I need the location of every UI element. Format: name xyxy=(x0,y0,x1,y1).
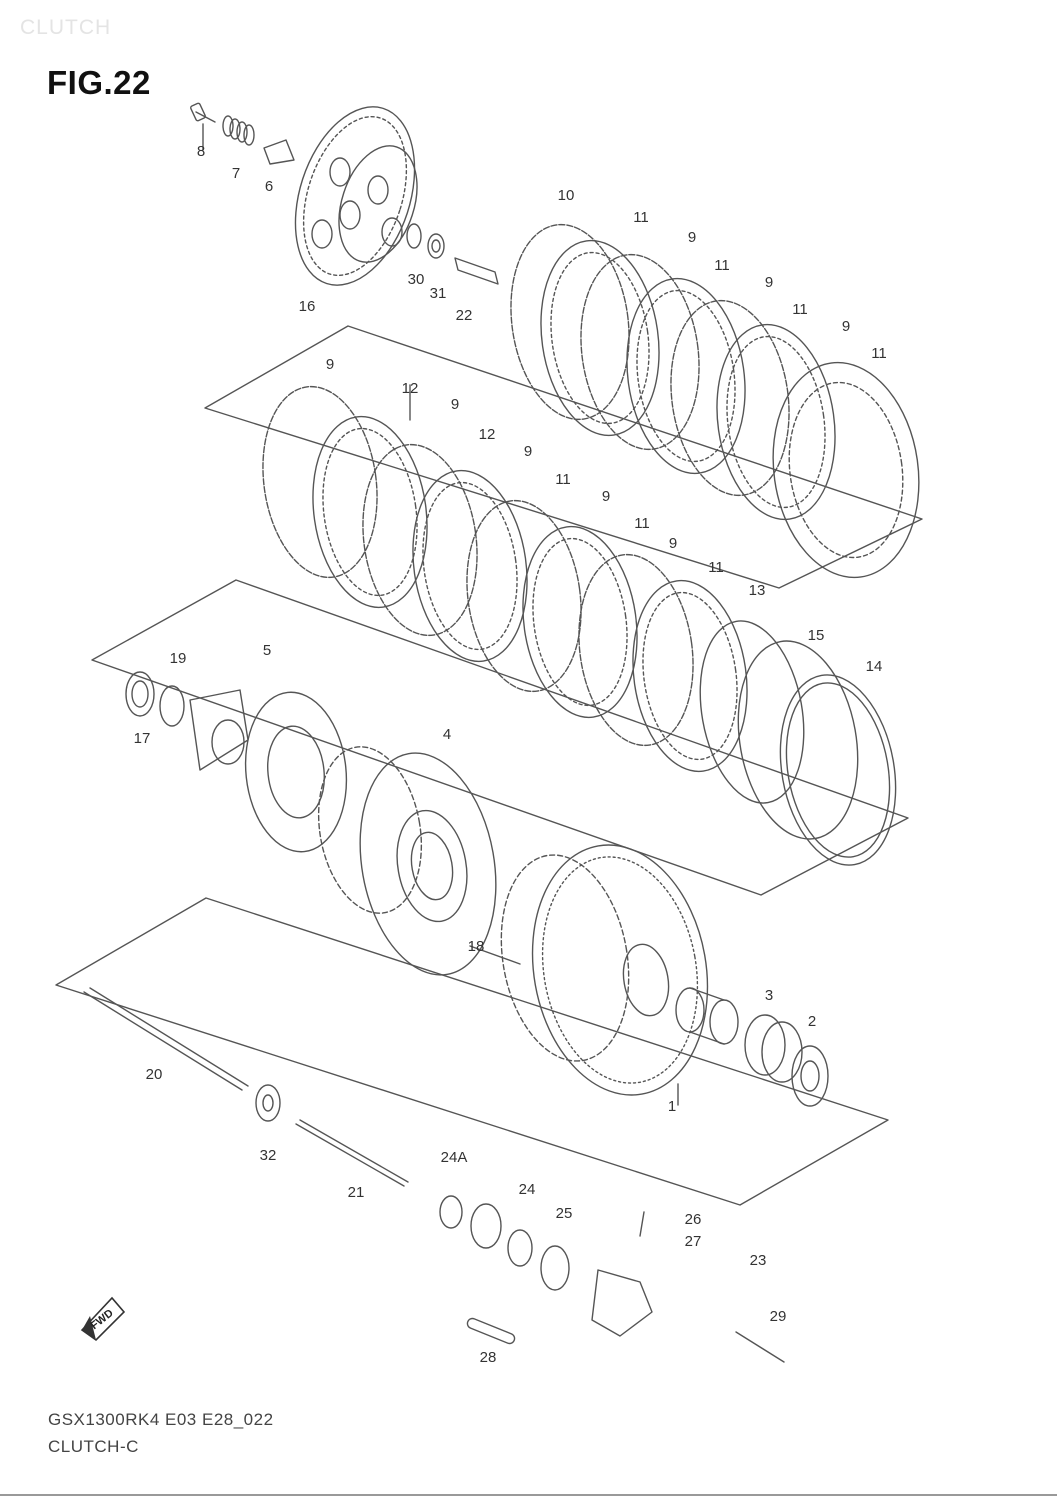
watermark-text: CLUTCH xyxy=(20,16,112,39)
clutch-plate-stack-middle xyxy=(262,385,748,773)
part-callout-21: 21 xyxy=(348,1184,365,1201)
plate-group-bracket-lower xyxy=(91,579,909,896)
part-callout-6: 6 xyxy=(265,178,273,195)
part-callout-26: 26 xyxy=(685,1211,702,1228)
part-callout-5: 5 xyxy=(263,642,271,659)
part-callout-1: 1 xyxy=(668,1098,676,1115)
part-callout-30: 30 xyxy=(408,271,425,288)
diagram-name: CLUTCH-C xyxy=(48,1437,139,1456)
part-callout-11e: 11 xyxy=(555,471,571,488)
part-callout-11f: 11 xyxy=(634,515,650,532)
part-callout-10: 10 xyxy=(558,187,575,204)
washer-32 xyxy=(255,1084,281,1122)
wire-ring-14 xyxy=(779,674,897,866)
pressure-plate-16 xyxy=(294,106,418,286)
page-bottom-rule xyxy=(0,1494,1057,1496)
part-callout-27: 27 xyxy=(685,1233,702,1250)
part-callout-29: 29 xyxy=(770,1308,787,1325)
part-callout-20: 20 xyxy=(146,1066,163,1083)
part-callout-18: 18 xyxy=(468,938,485,955)
pushrod-piece-22 xyxy=(454,257,499,285)
pushrod-21 xyxy=(295,1119,409,1187)
part-callout-11b: 11 xyxy=(714,257,730,274)
hub-group-bracket xyxy=(55,897,889,1206)
forward-direction-badge: FWD xyxy=(80,1296,126,1342)
plate-group-bracket-upper xyxy=(204,325,923,589)
primary-driven-gear-1 xyxy=(500,844,709,1096)
part-callout-15: 15 xyxy=(808,627,825,644)
part-callout-9g: 9 xyxy=(602,488,610,505)
needle-bearing-2 xyxy=(744,1014,829,1107)
spring-seat-6 xyxy=(263,139,295,165)
part-callout-8: 8 xyxy=(197,143,205,160)
part-callout-22: 22 xyxy=(456,307,473,324)
clutch-plate-stack-upper xyxy=(510,223,920,579)
part-callout-3: 3 xyxy=(765,987,773,1004)
part-callout-9b: 9 xyxy=(765,274,773,291)
lifter-bearing-5 xyxy=(189,689,348,853)
part-callout-12a: 12 xyxy=(402,380,419,397)
part-callout-9a: 9 xyxy=(688,229,696,246)
clutch-spring-7 xyxy=(222,115,255,146)
bearing-31 xyxy=(427,233,445,259)
slave-cylinder-parts xyxy=(439,1195,785,1363)
part-callout-25: 25 xyxy=(556,1205,573,1222)
part-callout-32: 32 xyxy=(260,1147,277,1164)
part-callout-9d: 9 xyxy=(326,356,334,373)
clutch-sleeve-hub-4 xyxy=(317,746,497,976)
part-callout-9f: 9 xyxy=(524,443,532,460)
spring-seat-15 xyxy=(737,640,859,840)
part-callout-23: 23 xyxy=(750,1252,767,1269)
part-callout-11d: 11 xyxy=(871,345,887,362)
spacer-3 xyxy=(675,987,739,1045)
clutch-bolt-8 xyxy=(190,102,216,123)
part-callout-2: 2 xyxy=(808,1013,816,1030)
part-callout-9e: 9 xyxy=(451,396,459,413)
part-callout-9c: 9 xyxy=(842,318,850,335)
part-callout-31: 31 xyxy=(430,285,447,302)
washer-30 xyxy=(406,223,422,249)
part-callout-19: 19 xyxy=(170,650,187,667)
figure-title: FIG.22 xyxy=(47,64,151,101)
pushrod-20 xyxy=(83,987,249,1091)
part-callout-11c: 11 xyxy=(792,301,808,318)
part-callout-12b: 12 xyxy=(479,426,496,443)
part-callout-11g: 11 xyxy=(708,559,724,576)
part-callout-16: 16 xyxy=(299,298,316,315)
part-callout-11a: 11 xyxy=(633,209,649,226)
part-callout-9h: 9 xyxy=(669,535,677,552)
judder-spring-13 xyxy=(699,620,805,804)
part-callout-24A: 24A xyxy=(441,1149,468,1166)
part-callout-4: 4 xyxy=(443,726,451,743)
washer-19 xyxy=(159,685,185,727)
oil-seal-17 xyxy=(125,671,155,717)
part-callout-24: 24 xyxy=(519,1181,536,1198)
part-callout-17: 17 xyxy=(134,730,151,747)
diagram-code: GSX1300RK4 E03 E28_022 xyxy=(48,1410,274,1429)
part-callout-13: 13 xyxy=(749,582,766,599)
part-callout-7: 7 xyxy=(232,165,240,182)
part-callout-14: 14 xyxy=(866,658,883,675)
part-callout-28: 28 xyxy=(480,1349,497,1366)
